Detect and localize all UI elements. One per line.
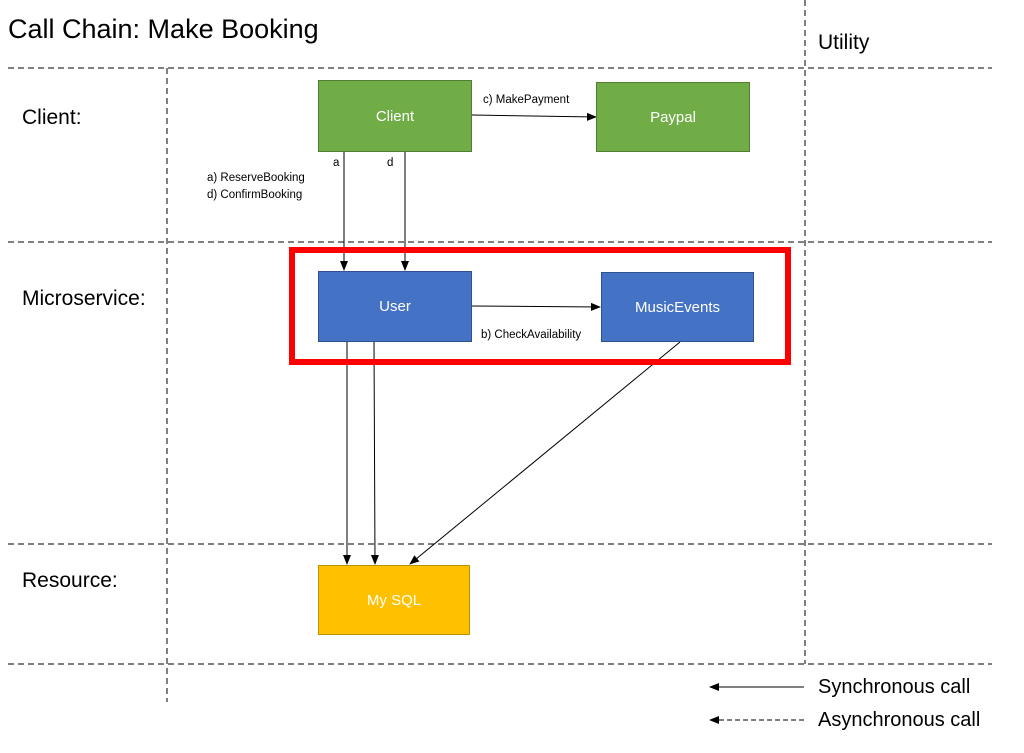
node-musicevents: MusicEvents	[601, 272, 754, 342]
lane-label-microservice: Microservice:	[22, 287, 146, 310]
node-paypal-label: Paypal	[650, 108, 696, 126]
arrow-check-availability	[471, 302, 601, 311]
edge-label-check-availability: b) CheckAvailability	[481, 329, 582, 341]
microservice-highlight-frame	[289, 247, 791, 365]
utility-column-header: Utility	[818, 31, 870, 54]
lane-label-client: Client:	[22, 106, 82, 129]
arrow-user-mysql-2	[370, 341, 379, 565]
node-paypal: Paypal	[596, 82, 750, 152]
arrow-make-payment	[471, 112, 597, 121]
node-mysql: My SQL	[318, 565, 470, 635]
legend-asynchronous-label: Asynchronous call	[818, 709, 981, 731]
node-client-label: Client	[375, 107, 415, 125]
edge-label-reserve-booking: a) ReserveBooking	[207, 172, 305, 184]
diagram-title: Call Chain: Make Booking	[8, 14, 319, 44]
edge-label-make-payment: c) MakePayment	[483, 94, 570, 106]
edge-label-a: a	[333, 157, 340, 169]
edge-label-confirm-booking: d) ConfirmBooking	[207, 189, 303, 201]
node-mysql-label: My SQL	[366, 591, 422, 609]
node-musicevents-label: MusicEvents	[634, 298, 721, 316]
legend-synchronous-label: Synchronous call	[818, 676, 971, 698]
node-client: Client	[318, 80, 472, 152]
node-user-label: User	[379, 298, 411, 315]
arrow-musicevents-mysql	[409, 341, 681, 565]
node-user: User	[318, 271, 472, 342]
edge-label-d: d	[387, 157, 394, 169]
lane-label-resource: Resource:	[22, 569, 118, 592]
